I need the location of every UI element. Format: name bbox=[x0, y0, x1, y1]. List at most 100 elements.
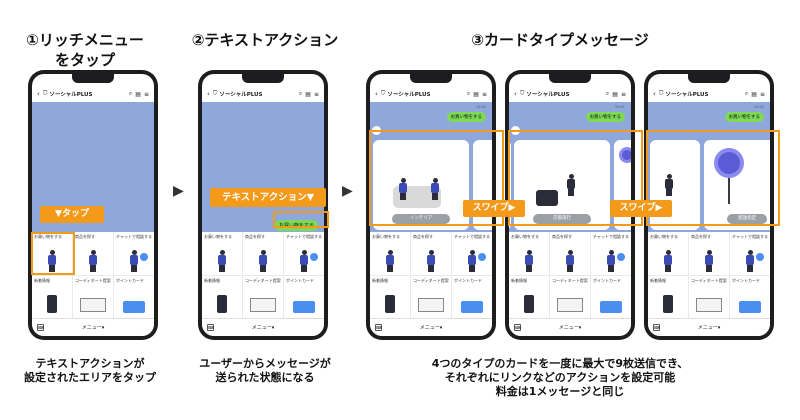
rich-menu-item-news[interactable]: 新着情報 bbox=[32, 275, 72, 318]
chat-illustration-icon bbox=[310, 252, 318, 261]
rich-menu-label: コーディネート提案 bbox=[75, 277, 111, 283]
rich-menu-label: 新着情報 bbox=[650, 277, 666, 283]
rich-menu-label: 商品を探す bbox=[691, 234, 711, 239]
menu-icon[interactable]: ≡ bbox=[143, 90, 149, 98]
rich-menu-item-search[interactable]: 商品を探す bbox=[550, 232, 590, 275]
sent-message-bubble: お買い物をする bbox=[585, 112, 625, 122]
card-button-delivery[interactable]: 配送指定 bbox=[727, 214, 768, 224]
menu-toggle[interactable]: メニュー▾ bbox=[81, 325, 105, 331]
rich-menu-item-search[interactable]: 商品を探す bbox=[73, 232, 113, 275]
menu-icon[interactable]: ≡ bbox=[313, 90, 319, 98]
rich-menu-item-search[interactable]: 商品を探す bbox=[689, 232, 729, 275]
back-icon[interactable]: ‹ bbox=[514, 90, 517, 98]
rich-menu-item-news[interactable]: 新着情報 bbox=[370, 275, 410, 318]
rich-menu-item-chat[interactable]: チャットで相談する bbox=[284, 232, 324, 275]
rich-menu-item-shopping[interactable]: お買い物をする bbox=[202, 232, 242, 275]
text-action-callout: テキストアクション▼ bbox=[210, 188, 326, 207]
keyboard-icon[interactable]: ⌨ bbox=[375, 324, 382, 331]
rich-menu-item-coordinate[interactable]: コーディネート提案 bbox=[73, 275, 113, 318]
phone-screen: ‹ ⛉ ソーシャルPLUS ⌕ ▤ ≡ 15:01 お買い物をする — 京都旅行 bbox=[509, 74, 631, 336]
rich-menu-item-chat[interactable]: チャットで相談する bbox=[730, 232, 770, 275]
board-illustration-icon bbox=[250, 298, 276, 312]
menu-toggle[interactable]: メニュー▾ bbox=[558, 325, 582, 331]
person-illustration-icon bbox=[129, 249, 139, 272]
card-travel[interactable]: 京都旅行 bbox=[514, 140, 610, 230]
back-icon[interactable]: ‹ bbox=[375, 90, 378, 98]
menu-toggle[interactable]: メニュー▾ bbox=[251, 325, 275, 331]
person-illustration-icon bbox=[426, 249, 436, 272]
message-time: 15:01 bbox=[753, 105, 764, 109]
rich-menu-item-point-card[interactable]: ポイントカード bbox=[284, 275, 324, 318]
back-icon[interactable]: ‹ bbox=[653, 90, 656, 98]
rich-menu-item-point-card[interactable]: ポイントカード bbox=[591, 275, 631, 318]
rich-menu-item-coordinate[interactable]: コーディネート提案 bbox=[689, 275, 729, 318]
rich-menu-item-shopping[interactable]: お買い物をする bbox=[648, 232, 688, 275]
rich-menu-item-chat[interactable]: チャットで相談する bbox=[114, 232, 154, 275]
search-icon[interactable]: ⌕ bbox=[298, 90, 303, 97]
phone-screen: ‹ ⛉ ソーシャルPLUS ⌕ ▤ ≡ お買い物をする 商品を探す チャットで相… bbox=[32, 74, 154, 336]
menu-icon[interactable]: ≡ bbox=[481, 90, 487, 98]
menu-icon[interactable]: ≡ bbox=[759, 90, 765, 98]
rich-menu-item-search[interactable]: 商品を探す bbox=[411, 232, 451, 275]
rich-menu-item-news[interactable]: 新着情報 bbox=[509, 275, 549, 318]
card-peek[interactable] bbox=[509, 140, 511, 230]
book-icon[interactable]: ▤ bbox=[751, 90, 757, 98]
rich-menu-label: チャットで相談する bbox=[732, 234, 768, 239]
rich-menu-item-chat[interactable]: チャットで相談する bbox=[452, 232, 492, 275]
chat-footer: ⌨ メニュー▾ bbox=[509, 318, 631, 336]
card-button-travel[interactable]: 京都旅行 bbox=[533, 214, 591, 224]
person-illustration-icon bbox=[524, 249, 534, 272]
book-icon[interactable]: ▤ bbox=[135, 90, 141, 98]
step-1-title: ①リッチメニュー をタップ bbox=[26, 31, 144, 69]
book-icon[interactable]: ▤ bbox=[612, 90, 618, 98]
rich-menu-label: チャットで相談する bbox=[116, 234, 152, 239]
rich-menu-item-coordinate[interactable]: コーディネート提案 bbox=[243, 275, 283, 318]
keyboard-icon[interactable]: ⌨ bbox=[653, 324, 660, 331]
shield-icon: ⛉ bbox=[212, 90, 218, 97]
keyboard-icon[interactable]: ⌨ bbox=[37, 324, 44, 331]
rich-menu-item-search[interactable]: 商品を探す bbox=[243, 232, 283, 275]
keyboard-icon[interactable]: ⌨ bbox=[207, 324, 214, 331]
chat-footer: ⌨ メニュー▾ bbox=[32, 318, 154, 336]
search-icon[interactable]: ⌕ bbox=[744, 90, 749, 97]
rich-menu-item-news[interactable]: 新着情報 bbox=[648, 275, 688, 318]
search-icon[interactable]: ⌕ bbox=[605, 90, 610, 97]
keyboard-icon[interactable]: ⌨ bbox=[514, 324, 521, 331]
card-interior[interactable]: インテリア bbox=[373, 140, 469, 230]
rich-menu-item-coordinate[interactable]: コーディネート提案 bbox=[550, 275, 590, 318]
rich-menu-item-news[interactable]: 新着情報 bbox=[202, 275, 242, 318]
rich-menu-label: ポイントカード bbox=[732, 277, 760, 283]
rich-menu-item-point-card[interactable]: ポイントカード bbox=[730, 275, 770, 318]
rich-menu-item-shopping[interactable]: お買い物をする bbox=[509, 232, 549, 275]
menu-icon[interactable]: ≡ bbox=[620, 90, 626, 98]
menu-toggle[interactable]: メニュー▾ bbox=[697, 325, 721, 331]
phone-notch bbox=[688, 74, 730, 83]
book-icon[interactable]: ▤ bbox=[305, 90, 311, 98]
chat-footer: ⌨ メニュー▾ bbox=[648, 318, 770, 336]
rich-menu-item-shopping[interactable]: お買い物をする bbox=[32, 232, 72, 275]
carousel-highlight bbox=[508, 130, 643, 226]
card-carousel[interactable]: 配送指定 bbox=[648, 140, 770, 230]
book-icon[interactable]: ▤ bbox=[473, 90, 479, 98]
rich-menu-item-point-card[interactable]: ポイントカード bbox=[114, 275, 154, 318]
chat-header: ‹ ⛉ ソーシャルPLUS ⌕ ▤ ≡ bbox=[202, 86, 324, 102]
rich-menu-item-coordinate[interactable]: コーディネート提案 bbox=[411, 275, 451, 318]
board-illustration-icon bbox=[696, 298, 722, 312]
search-icon[interactable]: ⌕ bbox=[466, 90, 471, 97]
rich-menu-item-chat[interactable]: チャットで相談する bbox=[591, 232, 631, 275]
phone-notch bbox=[72, 74, 114, 83]
menu-toggle[interactable]: メニュー▾ bbox=[419, 325, 443, 331]
sent-message-bubble: お買い物をする bbox=[724, 112, 764, 122]
search-icon[interactable]: ⌕ bbox=[128, 90, 133, 97]
carousel-highlight bbox=[369, 130, 504, 226]
rich-menu-label: チャットで相談する bbox=[593, 234, 629, 239]
rich-menu-item-shopping[interactable]: お買い物をする bbox=[370, 232, 410, 275]
back-icon[interactable]: ‹ bbox=[37, 90, 40, 98]
card-delivery[interactable]: 配送指定 bbox=[704, 140, 770, 230]
smartphone-icon bbox=[47, 295, 57, 313]
step-2-title: ②テキストアクション bbox=[191, 31, 339, 49]
rich-menu-item-point-card[interactable]: ポイントカード bbox=[452, 275, 492, 318]
back-icon[interactable]: ‹ bbox=[207, 90, 210, 98]
card-button-interior[interactable]: インテリア bbox=[392, 214, 450, 224]
smartphone-icon bbox=[217, 295, 227, 313]
